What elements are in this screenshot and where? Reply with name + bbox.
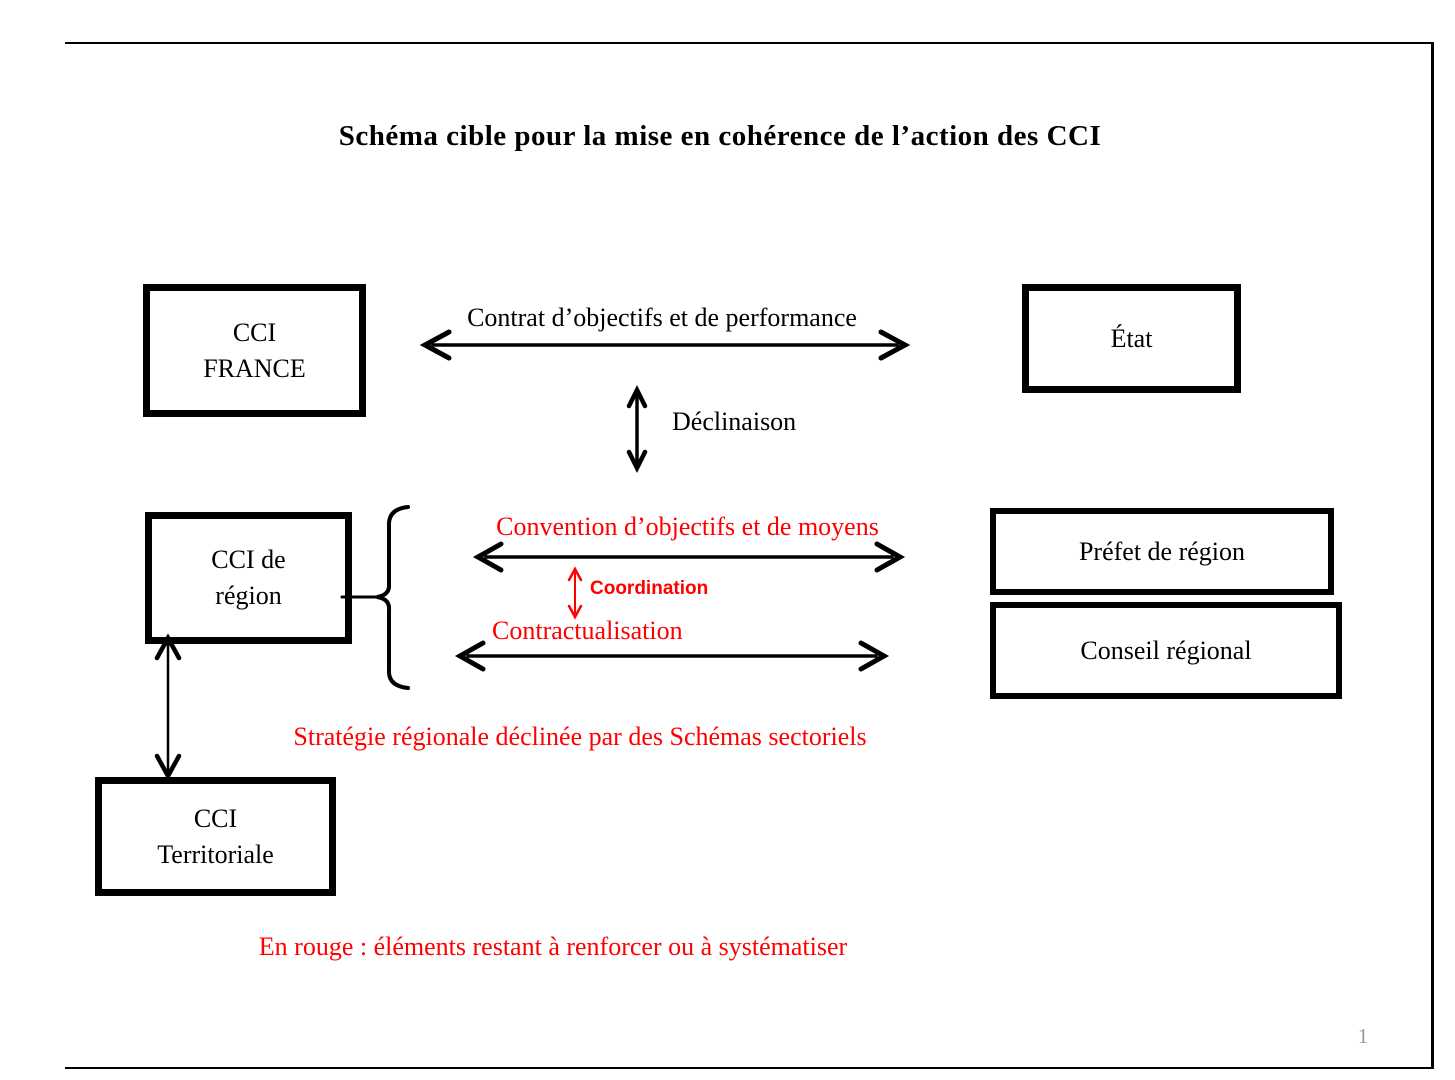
box-cci-territoriale-line1: CCI (193, 803, 238, 833)
box-prefet-de-region-label: Préfet de région (1078, 536, 1246, 566)
box-cci-france: CCI FRANCE (143, 284, 366, 417)
label-strategie-regionale: Stratégie régionale déclinée par des Sch… (293, 722, 867, 751)
box-conseil-regional: Conseil régional (990, 602, 1342, 699)
label-coordination: Coordination (590, 578, 709, 599)
box-prefet-de-region: Préfet de région (990, 508, 1334, 595)
box-cci-france-line1: CCI (232, 317, 277, 347)
box-conseil-regional-label: Conseil régional (1080, 635, 1252, 665)
box-cci-territoriale-line2: Territoriale (157, 839, 274, 869)
label-contrat-objectifs: Contrat d’objectifs et de performance (467, 303, 857, 332)
label-declinaison: Déclinaison (672, 407, 797, 436)
box-cci-de-region-line1: CCI de (211, 545, 286, 574)
box-cci-territoriale: CCI Territoriale (95, 777, 336, 896)
legend-note: En rouge : éléments restant à renforcer … (258, 932, 848, 961)
label-contractualisation: Contractualisation (492, 616, 683, 645)
label-convention: Convention d’objectifs et de moyens (496, 512, 879, 541)
page-number: 1 (1357, 1024, 1369, 1048)
slide-title: Schéma cible pour la mise en cohérence d… (338, 120, 1102, 152)
box-etat-label: État (1110, 323, 1153, 353)
box-etat: État (1022, 284, 1241, 393)
box-cci-france-line2: FRANCE (203, 353, 306, 383)
box-cci-de-region-line2: région (215, 581, 282, 610)
box-cci-de-region: CCI de région (145, 512, 352, 644)
slide-border (65, 42, 1434, 1069)
